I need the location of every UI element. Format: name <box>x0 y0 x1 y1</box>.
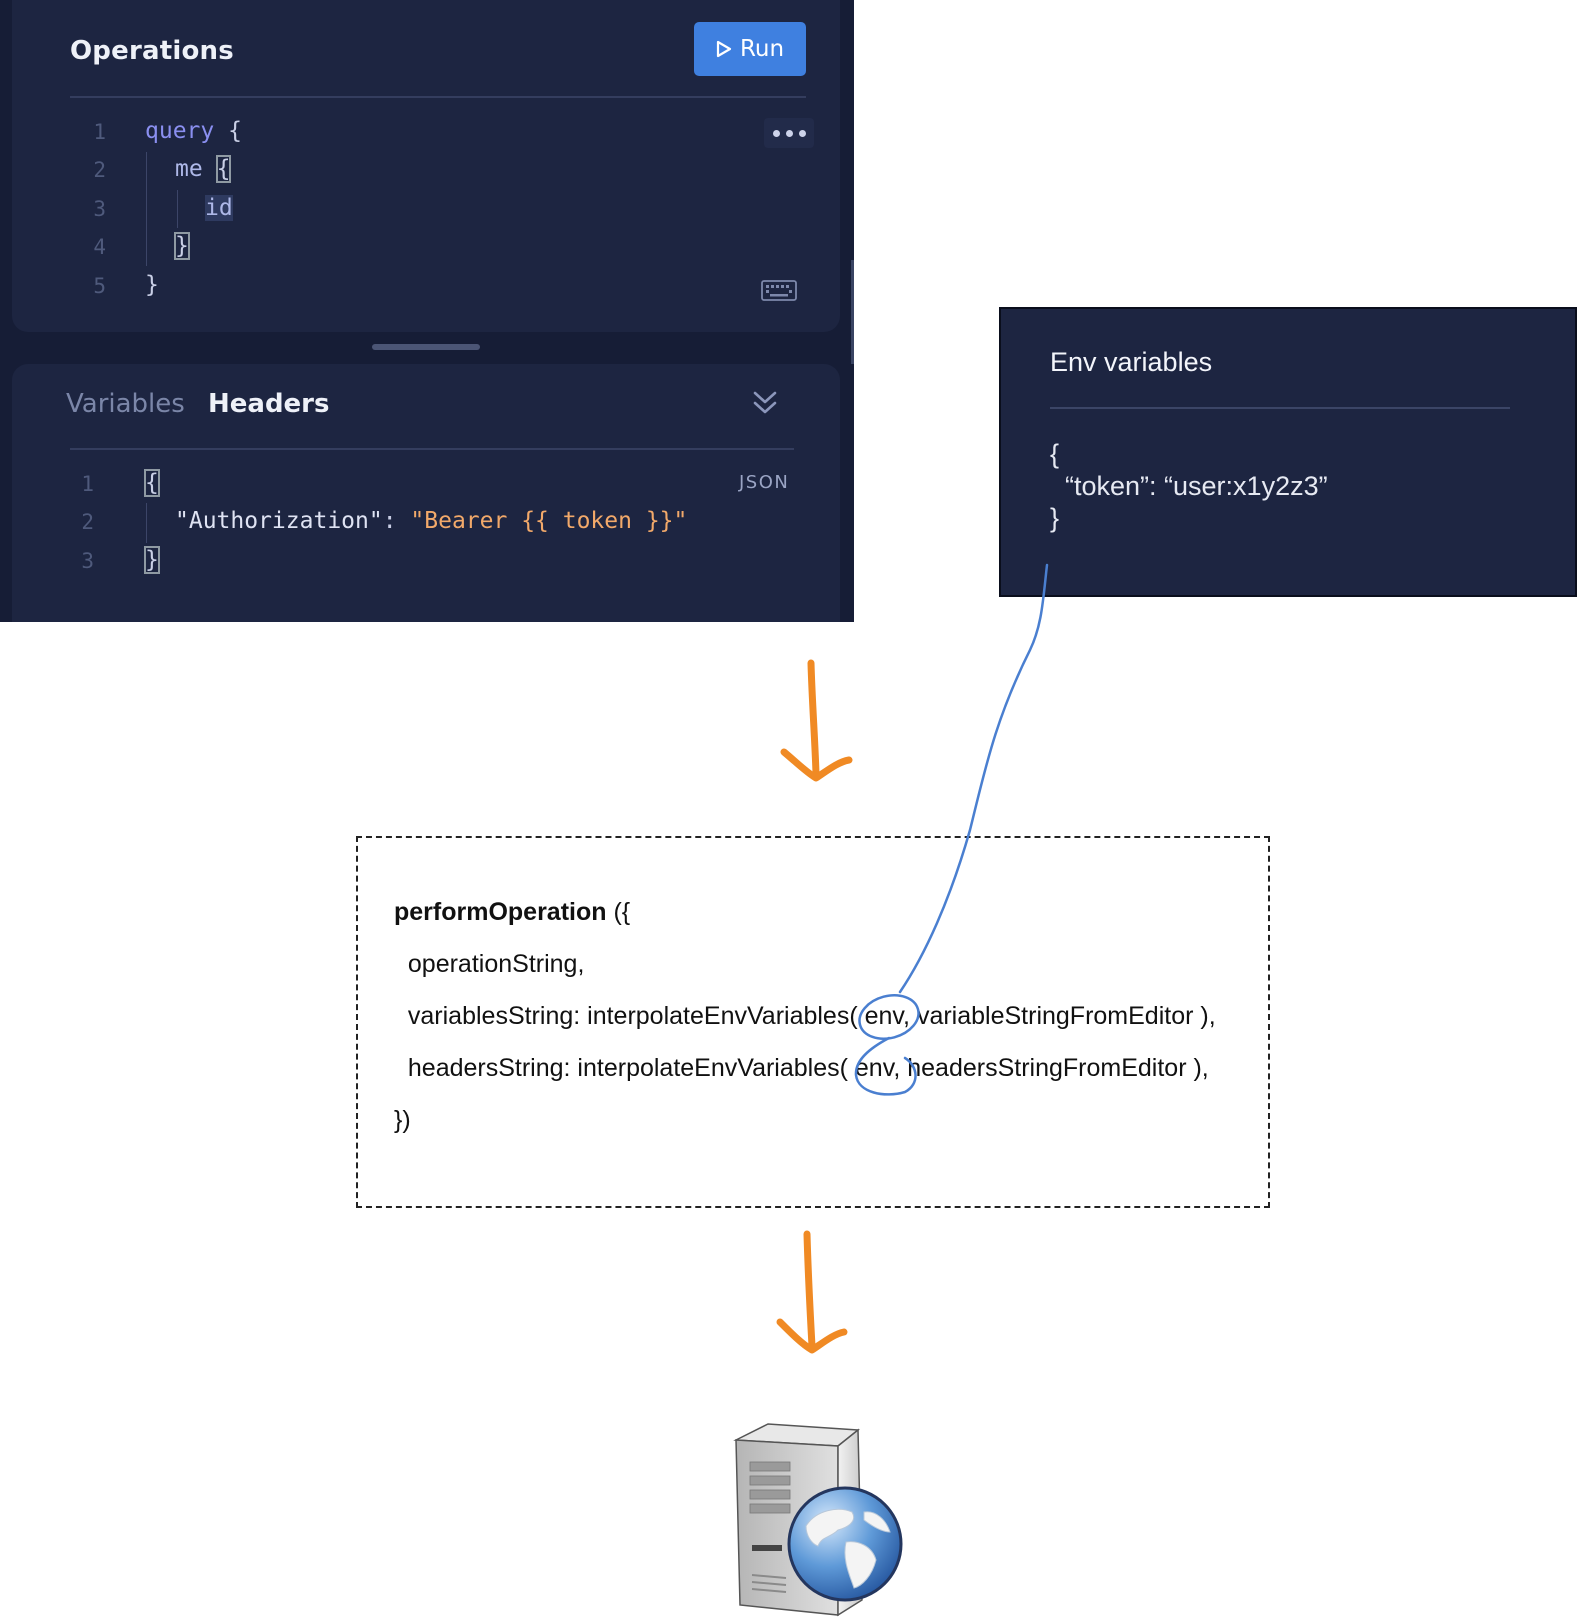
env-line: “token”: “user:x1y2z3” <box>1050 471 1328 501</box>
fn-signature: performOperation ({ <box>394 898 630 927</box>
code-line-4[interactable]: } <box>174 232 190 260</box>
headers-code-line-2[interactable]: "Authorization": "Bearer {{ token }}" <box>175 508 687 534</box>
web-server-globe-icon <box>733 1423 903 1617</box>
fn-line: operationString, <box>394 950 585 978</box>
fn-line: headersString: interpolateEnvVariables( … <box>394 1054 1209 1082</box>
resize-handle[interactable] <box>372 344 480 350</box>
play-icon <box>716 40 732 58</box>
arrow-down-icon <box>780 659 853 782</box>
indent-guide <box>177 190 178 228</box>
line-number: 3 <box>81 549 94 573</box>
field-me: me <box>175 156 203 182</box>
line-number: 4 <box>93 235 106 259</box>
code-line-1[interactable]: query { <box>145 118 242 144</box>
env-variables-title: Env variables <box>1050 347 1213 377</box>
headers-divider <box>70 448 794 450</box>
operations-divider <box>70 96 806 98</box>
brace: } <box>145 272 159 298</box>
code-line-3[interactable]: id <box>205 195 233 221</box>
line-number: 1 <box>93 120 106 144</box>
tab-headers[interactable]: Headers <box>208 389 330 419</box>
chevron-double-down-icon[interactable] <box>752 390 778 416</box>
fn-line: variablesString: interpolateEnvVariables… <box>394 1002 1216 1030</box>
run-button-label: Run <box>739 36 785 62</box>
colon: : <box>382 508 411 534</box>
header-key: "Authorization" <box>175 508 383 534</box>
headers-code-line-1[interactable]: { <box>144 469 160 497</box>
side-resize-handle[interactable] <box>851 260 854 364</box>
fn-open: ({ <box>606 898 631 926</box>
operations-title: Operations <box>70 36 234 66</box>
env-line: { <box>1050 439 1060 469</box>
arrow-down-icon <box>776 1230 848 1354</box>
indent-guide <box>146 503 147 543</box>
brace-match: } <box>144 546 160 574</box>
env-divider <box>1050 407 1510 409</box>
field-id: id <box>205 195 233 221</box>
keyword-query: query <box>145 118 215 144</box>
env-variables-panel: Env variables { “token”: “user:x1y2z3” } <box>999 307 1577 597</box>
operations-panel: Operations Run 1 2 3 4 5 query { me { id… <box>12 0 840 332</box>
tab-variables[interactable]: Variables <box>66 389 185 419</box>
fn-name: performOperation <box>394 898 607 926</box>
line-number: 2 <box>81 510 94 534</box>
header-value: "Bearer {{ token }}" <box>410 508 688 534</box>
brace-match: { <box>144 469 160 497</box>
json-badge: JSON <box>739 472 790 493</box>
line-number: 2 <box>93 158 106 182</box>
brace-match: { <box>215 155 232 183</box>
brace: { <box>228 118 242 144</box>
variables-headers-panel <box>12 364 840 622</box>
run-button[interactable]: Run <box>694 22 806 76</box>
perform-operation-box: performOperation ({ operationString, var… <box>356 836 1270 1208</box>
line-number: 1 <box>81 472 94 496</box>
indent-guide <box>146 152 147 266</box>
code-line-5[interactable]: } <box>145 272 159 298</box>
brace-match: } <box>174 232 190 260</box>
line-number: 3 <box>93 197 106 221</box>
env-line: } <box>1050 503 1060 533</box>
code-line-2[interactable]: me { <box>175 155 232 183</box>
fn-line: }) <box>394 1106 411 1134</box>
more-horizontal-icon[interactable] <box>764 118 814 148</box>
keyboard-icon[interactable] <box>761 280 797 302</box>
line-number: 5 <box>93 274 106 298</box>
headers-code-line-3[interactable]: } <box>144 546 160 574</box>
